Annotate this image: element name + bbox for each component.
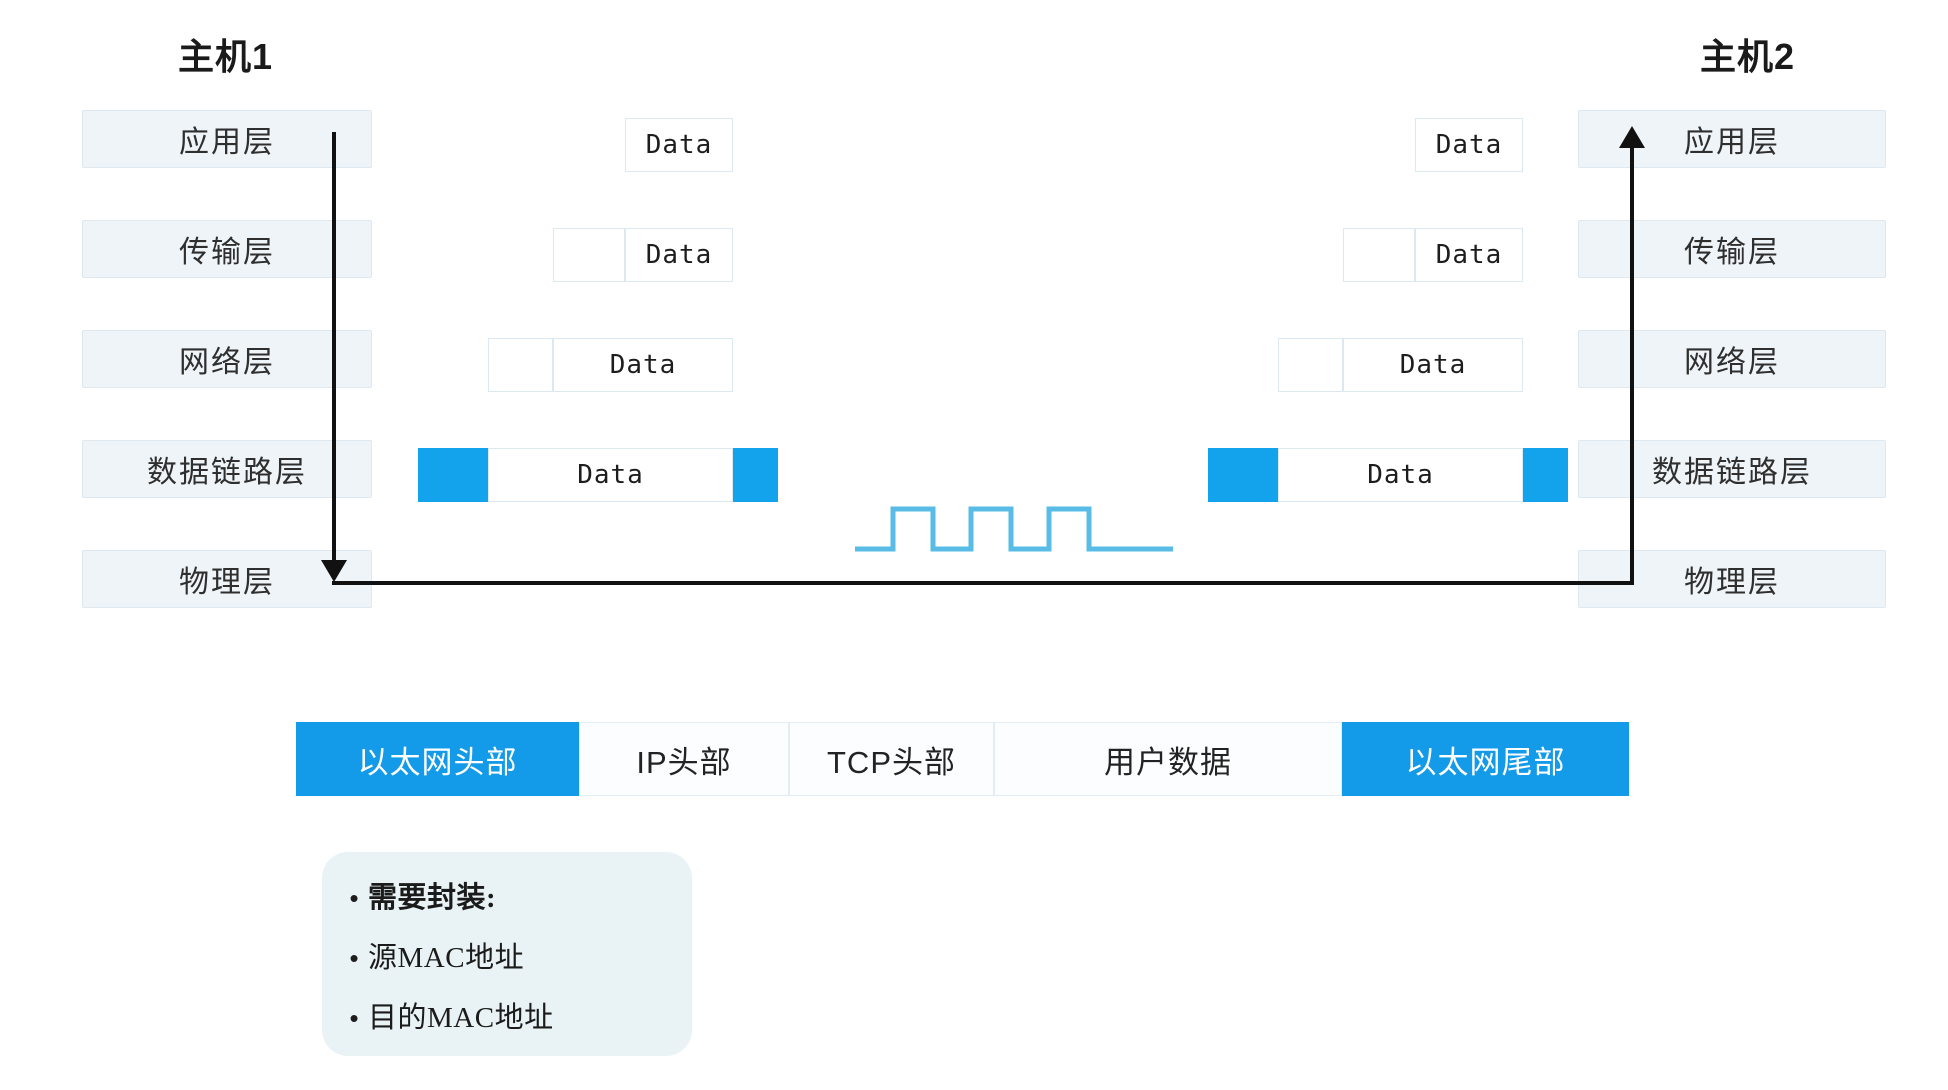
pdu-right-datalink: Data: [1208, 448, 1568, 502]
host-title-right: 主机2: [1700, 36, 1796, 77]
frame-segment-tcp-header[interactable]: TCP头部: [789, 722, 994, 796]
pdu-ethernet-trailer-cell: [733, 448, 778, 502]
pdu-left-datalink: Data: [418, 448, 778, 502]
pdu-left-transport: Data: [553, 228, 733, 282]
callout-item-label: 源MAC地址: [368, 942, 525, 974]
frame-segment-ip-header[interactable]: IP头部: [579, 722, 789, 796]
callout-item-label: 需要封装:: [368, 882, 497, 914]
layer-box-left-transport[interactable]: 传输层: [82, 220, 372, 278]
layer-label: 数据链路层: [147, 456, 307, 489]
encapsulation-note-callout: • 需要封装: • 源MAC地址 • 目的MAC地址: [322, 852, 692, 1056]
layer-box-left-network[interactable]: 网络层: [82, 330, 372, 388]
pdu-data-cell: Data: [1278, 448, 1523, 502]
layer-label: 网络层: [1684, 346, 1780, 379]
pdu-ethernet-trailer-cell: [1523, 448, 1568, 502]
layer-box-right-datalink[interactable]: 数据链路层: [1578, 440, 1886, 498]
callout-item-label: 目的MAC地址: [368, 1002, 554, 1034]
callout-item: • 源MAC地址: [340, 934, 666, 976]
layer-label: 传输层: [179, 236, 275, 269]
layer-label: 物理层: [1684, 566, 1780, 599]
pdu-data-cell: Data: [488, 448, 733, 502]
pdu-right-network: Data: [1278, 338, 1523, 392]
pdu-header-cell: [553, 228, 625, 282]
pdu-header-cell: [1343, 228, 1415, 282]
layer-box-right-transport[interactable]: 传输层: [1578, 220, 1886, 278]
physical-medium-line: [332, 581, 1634, 585]
pdu-right-transport: Data: [1343, 228, 1523, 282]
layer-label: 物理层: [179, 566, 275, 599]
layer-label: 传输层: [1684, 236, 1780, 269]
bullet-icon: •: [349, 943, 359, 973]
frame-segment-ethernet-header[interactable]: 以太网头部: [296, 722, 579, 796]
bullet-icon: •: [349, 1003, 359, 1033]
layer-label: 应用层: [1684, 126, 1780, 159]
pdu-data-cell: Data: [1415, 118, 1523, 172]
pdu-right-application: Data: [1415, 118, 1523, 172]
pdu-header-cell: [1278, 338, 1343, 392]
encapsulation-arrow-head-down: [321, 560, 347, 582]
layer-box-left-datalink[interactable]: 数据链路层: [82, 440, 372, 498]
layer-box-right-network[interactable]: 网络层: [1578, 330, 1886, 388]
pdu-data-cell: Data: [553, 338, 733, 392]
decapsulation-arrow-shaft-right: [1630, 146, 1634, 583]
frame-segment-user-data[interactable]: 用户数据: [994, 722, 1342, 796]
pdu-data-cell: Data: [625, 118, 733, 172]
bullet-icon: •: [349, 883, 359, 913]
layer-box-right-application[interactable]: 应用层: [1578, 110, 1886, 168]
ethernet-frame-bar: 以太网头部 IP头部 TCP头部 用户数据 以太网尾部: [296, 722, 1629, 796]
layer-label: 网络层: [179, 346, 275, 379]
pdu-left-application: Data: [625, 118, 733, 172]
layer-label: 应用层: [179, 126, 275, 159]
pdu-data-cell: Data: [1415, 228, 1523, 282]
pdu-ethernet-header-cell: [418, 448, 488, 502]
pdu-header-cell: [488, 338, 553, 392]
pdu-ethernet-header-cell: [1208, 448, 1278, 502]
callout-item: • 需要封装:: [340, 874, 666, 916]
layer-box-right-physical[interactable]: 物理层: [1578, 550, 1886, 608]
pdu-left-network: Data: [488, 338, 733, 392]
layer-label: 数据链路层: [1652, 456, 1812, 489]
square-wave-signal-icon: [855, 506, 1173, 552]
encapsulation-arrow-shaft-left: [332, 132, 336, 572]
callout-item: • 目的MAC地址: [340, 994, 666, 1036]
frame-segment-ethernet-trailer[interactable]: 以太网尾部: [1342, 722, 1629, 796]
decapsulation-arrow-head-up: [1619, 126, 1645, 148]
host-title-left: 主机1: [178, 36, 274, 77]
pdu-data-cell: Data: [625, 228, 733, 282]
layer-box-left-application[interactable]: 应用层: [82, 110, 372, 168]
pdu-data-cell: Data: [1343, 338, 1523, 392]
